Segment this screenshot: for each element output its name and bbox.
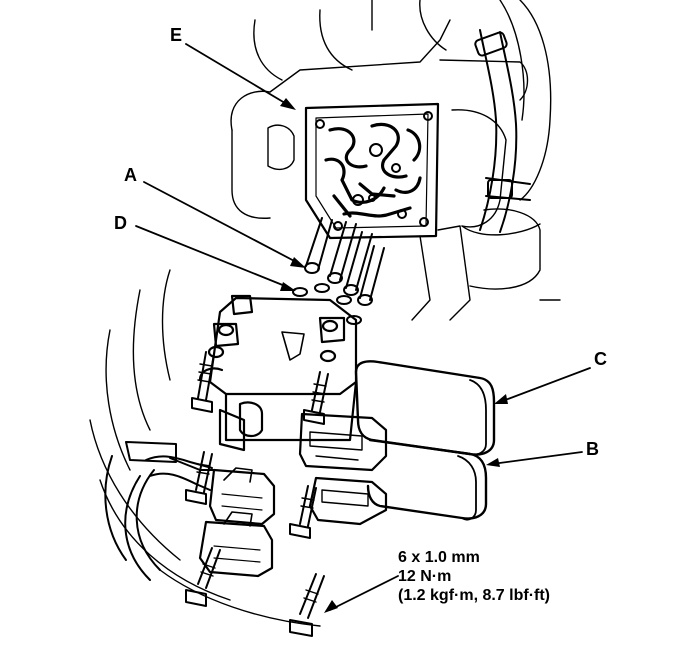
connector-lower [308, 476, 388, 526]
solenoid-coil-c [354, 360, 496, 456]
leader-d [135, 225, 291, 289]
separator-plate [304, 102, 440, 240]
leader-c [499, 367, 591, 403]
harness-connector-lower [198, 511, 274, 578]
leader-lines [135, 43, 591, 611]
callout-d: D [114, 213, 127, 233]
upper-wire-harness [474, 29, 531, 233]
callout-e: E [170, 25, 183, 45]
callout-b: B [586, 439, 599, 459]
connector-upper [298, 412, 388, 472]
oil-feed-pipes [304, 217, 385, 306]
bolts [185, 351, 329, 637]
leader-spec [329, 575, 399, 611]
o-rings [292, 283, 362, 325]
bolt-spec: 6 x 1.0 mm 12 N·m (1.2 kgf·m, 8.7 lbf·ft… [398, 548, 550, 605]
arrowheads [280, 98, 508, 613]
bolt-torque: 12 N·m [398, 568, 452, 585]
leader-b [491, 451, 583, 465]
harness-connector-upper [208, 467, 276, 526]
bolt-torque-alt: (1.2 kgf·m, 8.7 lbf·ft) [398, 587, 551, 604]
callout-c: C [594, 349, 607, 369]
solenoid-coil-b [366, 438, 488, 521]
leader-e [185, 43, 291, 107]
bolt-size: 6 x 1.0 mm [398, 549, 480, 566]
transmission-housing [89, 0, 561, 627]
solenoid-body [198, 294, 358, 452]
lower-wire-harness [104, 441, 215, 581]
leader-a [143, 181, 301, 265]
callout-a: A [124, 165, 137, 185]
